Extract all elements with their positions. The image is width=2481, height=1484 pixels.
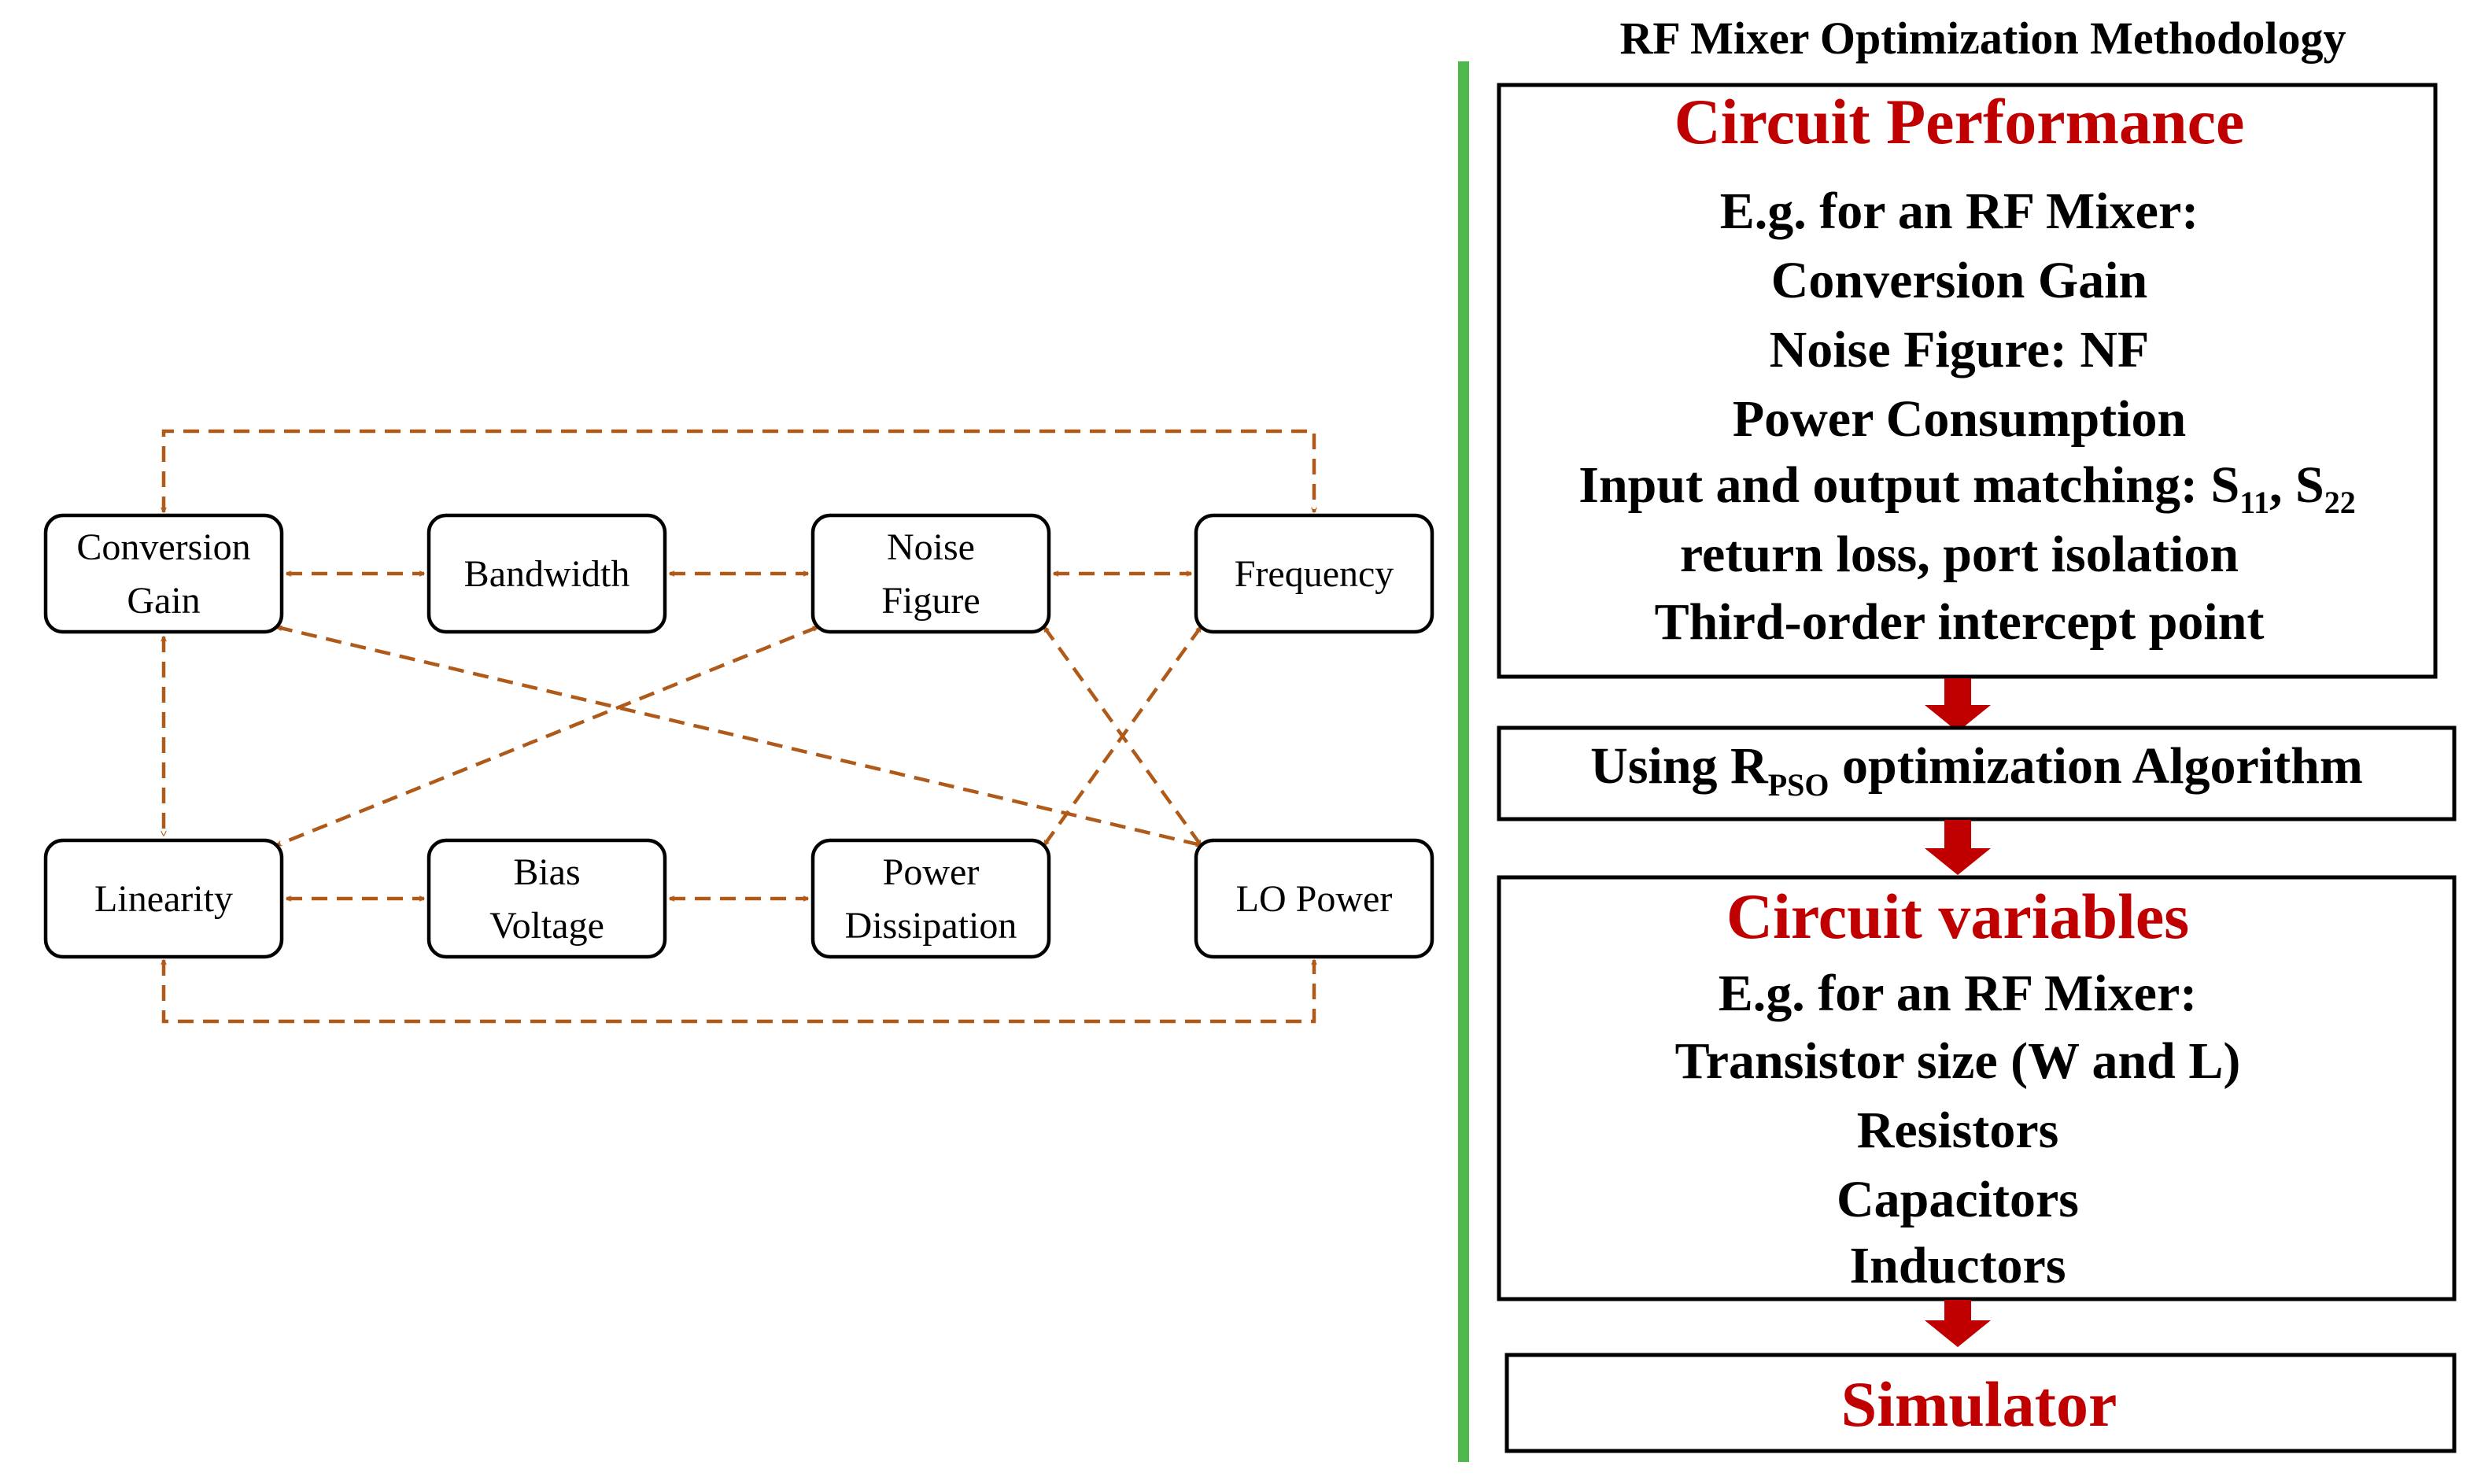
performance-line-4: Power Consumption [1733, 390, 2186, 448]
matching-sub-22: 22 [2324, 485, 2356, 520]
node-linearity: Linearity [43, 838, 284, 959]
relationship-edges [164, 429, 1314, 1024]
node-box-linearity [43, 838, 284, 959]
simulator-panel: Simulator [1504, 1353, 2457, 1453]
node-label-noise-figure-0: Noise [887, 526, 975, 568]
node-label-power-dissipation-0: Power [883, 851, 980, 893]
circuit-performance-panel: Circuit Performance E.g. for an RF Mixer… [1497, 83, 2438, 679]
node-label-bias-voltage-1: Voltage [489, 905, 604, 947]
algorithm-sub: PSO [1768, 767, 1829, 803]
node-box-conversion-gain [43, 513, 284, 634]
node-box-bandwidth [426, 513, 667, 634]
performance-line-2: Conversion Gain [1771, 252, 2148, 309]
algorithm-suffix: optimization Algorithm [1829, 737, 2363, 795]
variables-line-2: Transistor size (W and L) [1675, 1032, 2241, 1090]
flow-arrow-2 [1925, 820, 1991, 875]
edge-linearity-to-lo-power [164, 960, 1314, 1024]
node-label-linearity-0: Linearity [94, 878, 233, 920]
variables-line-1: E.g. for an RF Mixer: [1719, 965, 2198, 1022]
node-label-power-dissipation-1: Dissipation [845, 905, 1017, 947]
node-box-frequency [1194, 513, 1434, 634]
simulator-heading: Simulator [1841, 1368, 2117, 1440]
algorithm-panel: Using RPSO optimization Algorithm [1497, 725, 2457, 821]
matching-sep: , S [2269, 456, 2324, 514]
flow-arrow-1 [1925, 678, 1991, 732]
node-box-noise-figure [810, 513, 1051, 634]
edge-frequency-to-power-dissipation [1043, 627, 1202, 845]
node-label-conversion-gain-0: Conversion [76, 526, 250, 568]
edge-conversion-gain-to-frequency [164, 429, 1314, 512]
variables-line-5: Inductors [1849, 1237, 2066, 1294]
variables-line-4: Capacitors [1837, 1171, 2079, 1228]
algorithm-box [1497, 725, 2457, 821]
circuit-performance-heading: Circuit Performance [1674, 86, 2245, 157]
performance-line-3: Noise Figure: NF [1770, 321, 2150, 378]
node-label-frequency-0: Frequency [1235, 553, 1394, 595]
node-box-power-dissipation [810, 838, 1051, 959]
node-box-bias-voltage [426, 838, 667, 959]
node-box-lo-power [1194, 838, 1434, 959]
circuit-variables-heading: Circuit variables [1726, 880, 2189, 952]
matching-sub-11: 11 [2239, 485, 2269, 520]
edge-noise-figure-to-linearity [277, 625, 818, 847]
node-frequency: Frequency [1194, 513, 1434, 634]
circuit-variables-panel: Circuit variables E.g. for an RF Mixer: … [1497, 875, 2457, 1301]
matching-line: Input and output matching: S11, S22 [1578, 456, 2355, 520]
node-label-conversion-gain-1: Gain [127, 580, 200, 622]
circuit-variables-box [1497, 875, 2457, 1301]
methodology-title: RF Mixer Optimization Methodology [1619, 13, 2346, 64]
algorithm-prefix: Using R [1590, 737, 1769, 795]
flow-arrow-3 [1925, 1300, 1991, 1347]
performance-line-7: Third-order intercept point [1655, 593, 2265, 651]
node-label-bias-voltage-0: Bias [513, 851, 580, 893]
variables-line-3: Resistors [1857, 1102, 2059, 1159]
node-bandwidth: Bandwidth [426, 513, 667, 634]
performance-line-6: return loss, port isolation [1680, 526, 2239, 583]
node-label-noise-figure-1: Figure [881, 580, 980, 622]
performance-line-1: E.g. for an RF Mixer: [1720, 183, 2199, 240]
circuit-performance-box [1497, 83, 2438, 679]
matching-prefix: Input and output matching: S [1578, 456, 2239, 514]
node-label-lo-power-0: LO Power [1236, 878, 1393, 920]
node-label-bandwidth-0: Bandwidth [464, 553, 630, 595]
node-lo-power: LO Power [1194, 838, 1434, 959]
simulator-box [1504, 1353, 2457, 1453]
algorithm-text: Using RPSO optimization Algorithm [1590, 737, 2363, 803]
